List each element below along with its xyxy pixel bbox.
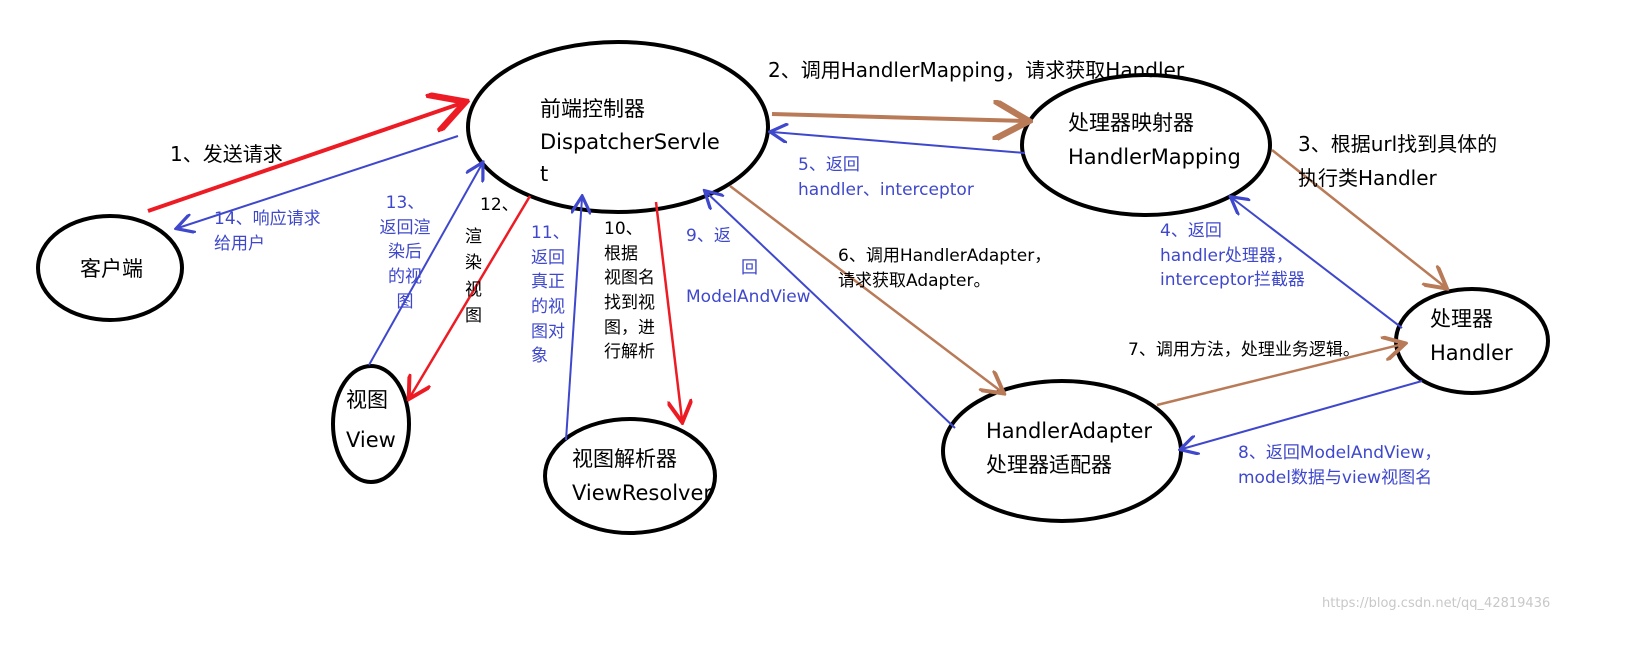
arrow-3-find-handler xyxy=(1271,149,1445,287)
step-12-label-b: 渲 染 视 图 xyxy=(465,227,482,327)
arrow-11-return-view xyxy=(565,198,582,441)
step-14-label: 14、响应请求 给用户 xyxy=(214,209,321,254)
step-1-label: 1、发送请求 xyxy=(170,142,283,166)
step-10-label: 10、 根据 视图名 找到视 图，进 行解析 xyxy=(604,219,655,363)
handler-mapping-node xyxy=(1020,73,1272,217)
dispatcher-label: 前端控制器 DispatcherServle t xyxy=(540,97,720,187)
step-9-label-c: ModelAndView xyxy=(686,287,811,307)
step-2-label: 2、调用HandlerMapping，请求获取Handler xyxy=(768,58,1185,82)
view-resolver-label: 视图解析器 ViewResolver xyxy=(572,447,713,505)
arrow-6-call-handler-adapter xyxy=(729,185,1002,392)
arrow-7-call-method xyxy=(1156,344,1403,407)
step-11-label: 11、 返回 真正 的视 图对 象 xyxy=(531,223,570,367)
client-label: 客户端 xyxy=(80,257,143,281)
view-resolver-node xyxy=(543,417,717,535)
arrow-4-return-handler xyxy=(1232,198,1403,329)
step-3-label: 3、根据url找到具体的 执行类Handler xyxy=(1298,132,1498,190)
arrow-2-call-handler-mapping xyxy=(771,114,1025,121)
step-8-label: 8、返回ModelAndView， model数据与view视图名 xyxy=(1238,443,1442,488)
view-node xyxy=(331,364,411,484)
arrow-10-resolve-view xyxy=(654,201,682,420)
step-5-label: 5、返回 handler、interceptor xyxy=(798,155,974,200)
step-12-label-a: 12、 xyxy=(480,195,519,215)
handler-mapping-label: 处理器映射器 HandlerMapping xyxy=(1068,111,1241,169)
step-9-label-b: 回 xyxy=(741,258,758,278)
arrow-13-return-rendered xyxy=(368,164,482,366)
step-9-label-a: 9、返 xyxy=(686,226,731,246)
handler-label: 处理器 Handler xyxy=(1430,307,1513,365)
step-7-label: 7、调用方法，处理业务逻辑。 xyxy=(1128,340,1360,360)
step-13-label: 13、 返回渲 染后 的视 图 xyxy=(379,193,431,312)
handler-adapter-label: HandlerAdapter 处理器适配器 xyxy=(986,419,1153,477)
arrow-1-send-request xyxy=(147,103,462,213)
client-node xyxy=(36,214,184,322)
arrow-14-respond xyxy=(178,135,459,228)
watermark: https://blog.csdn.net/qq_42819436 xyxy=(1322,596,1551,611)
arrow-5-return-handler xyxy=(772,132,1026,154)
view-label: 视图 View xyxy=(346,388,396,452)
arrow-9-return-modelandview xyxy=(706,192,956,429)
arrow-8-return-modelandview xyxy=(1182,380,1423,449)
step-4-label: 4、返回 handler处理器， interceptor拦截器 xyxy=(1160,221,1305,291)
arrow-12-render-view xyxy=(410,195,532,397)
step-6-label: 6、调用HandlerAdapter， 请求获取Adapter。 xyxy=(838,246,1052,291)
